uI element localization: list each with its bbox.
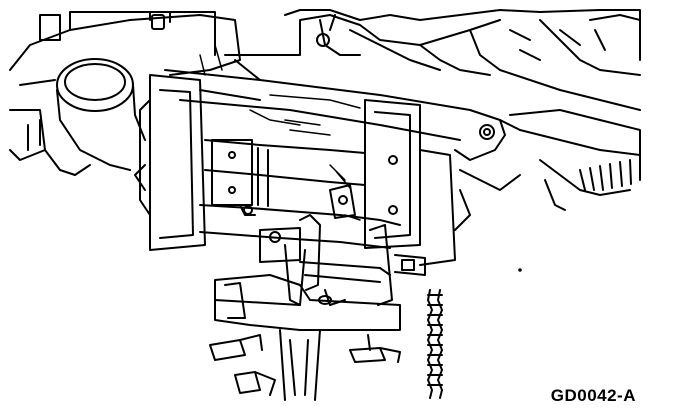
fixture-saddle (259, 214, 426, 306)
detail-strokes (199, 44, 522, 272)
chain (427, 289, 443, 399)
support-plate-center (364, 99, 456, 266)
figure-code: GD0042-A (550, 386, 636, 405)
jack-base (214, 274, 401, 401)
adjusting-screws (209, 334, 401, 396)
engine-block (9, 9, 641, 111)
oil-filter-housing (9, 58, 146, 176)
crossmember (164, 59, 641, 231)
fixture-rails (199, 139, 401, 249)
support-bracket-left (134, 74, 206, 251)
